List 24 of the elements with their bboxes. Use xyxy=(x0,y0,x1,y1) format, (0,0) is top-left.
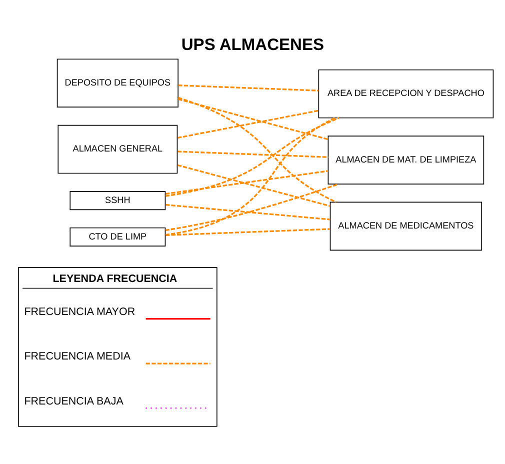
connector xyxy=(177,164,330,207)
legend-label: FRECUENCIA MEDIA xyxy=(24,350,131,363)
connector xyxy=(178,96,337,203)
node-box: DEPOSITO DE EQUIPOS xyxy=(56,58,178,108)
connector xyxy=(178,84,319,92)
connector xyxy=(165,117,340,197)
connector xyxy=(165,183,339,232)
connector xyxy=(165,228,330,236)
connector xyxy=(165,170,328,195)
connector xyxy=(165,117,336,236)
label: LEYENDA FRECUENCIA xyxy=(52,272,178,285)
diagram-title: UPS ALMACENES xyxy=(181,35,324,54)
legend-label: FRECUENCIA BAJA xyxy=(24,395,124,408)
connector xyxy=(178,150,328,158)
connector xyxy=(177,110,319,139)
node-box: AREA DE RECEPCION Y DESPACHO xyxy=(318,69,494,118)
node-box: CTO DE LIMP xyxy=(70,227,166,246)
connector xyxy=(165,204,330,220)
node-box: SSHH xyxy=(70,191,166,210)
node-box: ALMACEN DE MEDICAMENTOS xyxy=(330,202,482,251)
node-box: ALMACEN GENERAL xyxy=(58,124,178,174)
connector xyxy=(178,98,328,140)
legend-label: FRECUENCIA MAYOR xyxy=(24,306,136,318)
node-box: ALMACEN DE MAT. DE LIMPIEZA xyxy=(328,136,484,184)
